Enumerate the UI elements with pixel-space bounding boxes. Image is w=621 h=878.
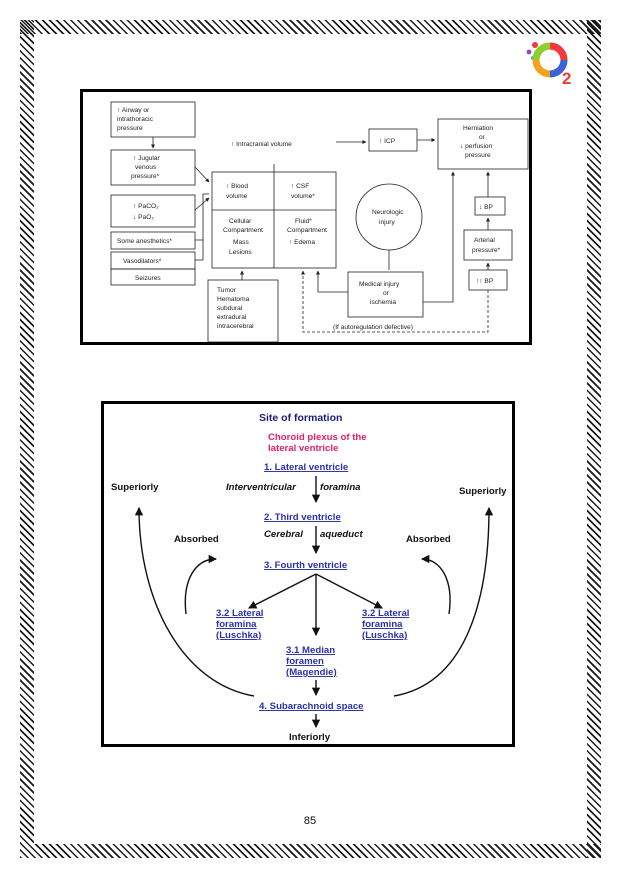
interventricular-label: Interventricular (226, 482, 297, 493)
medical-injury-box (347, 271, 424, 318)
lateral-foramina-right-label: foramina (362, 619, 403, 630)
seizures-box (110, 268, 196, 286)
inferiorly-label: Inferiorly (289, 732, 331, 743)
lateral-foramina-right-label: (Luschka) (362, 630, 407, 641)
lateral-foramina-right-label: 3.2 Lateral (362, 608, 409, 619)
tumor-box (207, 279, 279, 342)
lateral-foramina-left-label: (Luschka) (216, 630, 261, 641)
lateral-foramina-left-label: foramina (216, 619, 257, 630)
subarachnoid-space-label: 4. Subarachnoid space (259, 701, 364, 712)
neurologic-text: injury (379, 219, 395, 226)
choroid-plexus-label: Choroid plexus of the (268, 432, 367, 443)
bp-high-text: ↑↑ BP (476, 278, 494, 285)
anesthetics-text: Some anesthetics* (117, 238, 172, 245)
superior-left-arc (134, 506, 255, 697)
median-foramen-label: 3.1 Median (286, 645, 335, 656)
herniation-text: or (479, 134, 486, 141)
decorative-border-top (20, 20, 601, 34)
absorbed-right-label: Absorbed (406, 534, 451, 545)
herniation-text: Herniation (463, 125, 493, 132)
fluid-text: Compartment (287, 227, 327, 234)
tumor-text: subdural (217, 305, 243, 312)
foramina-label: foramina (320, 482, 361, 493)
cerebral-label: Cerebral (264, 529, 303, 540)
o2-logo: 2 (526, 42, 571, 88)
airway-text: ↑ Airway or (117, 107, 150, 114)
csf-volume-text: ↑ CSF (291, 183, 309, 190)
decorative-border-bottom (20, 844, 601, 858)
icp-text: ↑ ICP (379, 138, 396, 145)
autoregulation-label: (If autoregulation defective) (333, 324, 413, 331)
intracranial-volume-label: ↑ Intracranial volume (231, 141, 292, 148)
herniation-text: ↓ perfusion (460, 143, 493, 150)
fourth-ventricle-label: 3. Fourth ventricle (264, 560, 347, 571)
jugular-text: venous (135, 164, 157, 171)
cellular-text: Lesions (229, 249, 252, 256)
median-foramen-label: foramen (286, 656, 324, 667)
cellular-text: Mass (233, 239, 249, 246)
vasodilators-text: Vasodilators* (123, 258, 162, 265)
superiorly-right-label: Superiorly (459, 486, 507, 497)
fluid-text: Fluid* (295, 218, 312, 225)
csf-circulation-diagram: Site of formation Choroid plexus of the … (134, 412, 494, 743)
superior-right-arc (393, 506, 494, 697)
csf-circulation-figure: Site of formation Choroid plexus of the … (101, 401, 515, 747)
herniation-box (437, 118, 529, 170)
arterial-text: Arterial (474, 237, 495, 244)
medical-injury-text: ischemia (370, 299, 396, 306)
paco2-box (110, 194, 196, 228)
lateral-foramina-left-label: 3.2 Lateral (216, 608, 263, 619)
blood-volume-text: ↑ Blood (226, 183, 248, 190)
anesthetics-box (110, 231, 196, 250)
medical-injury-text: or (383, 290, 390, 297)
airway-text: pressure (117, 125, 143, 132)
jugular-text: pressure* (131, 173, 160, 180)
choroid-plexus-label: lateral ventricle (268, 443, 338, 454)
csf-volume-text: volume* (291, 193, 315, 200)
herniation-text: pressure (465, 152, 491, 159)
tumor-text: Hematoma (217, 296, 250, 303)
edema-text: ↑ Edema (289, 239, 315, 246)
paco2-text: ↑ PaCO₂ (133, 203, 159, 210)
icp-diagram: ↑ Airway or intrathoracic pressure ↑ Jug… (110, 101, 529, 342)
icp-diagram-figure: ↑ Airway or intrathoracic pressure ↑ Jug… (80, 89, 532, 345)
decorative-border-left (20, 20, 34, 858)
median-foramen-label: (Magendie) (286, 667, 337, 678)
logo-subscript: 2 (562, 69, 571, 88)
airway-text: intrathoracic (117, 116, 154, 123)
absorbed-right-arc (420, 554, 451, 615)
bp-low-box (474, 196, 506, 216)
medical-injury-text: Medical injury (359, 281, 400, 288)
page-number: 85 (303, 815, 317, 827)
tumor-text: intracerebral (217, 323, 254, 330)
site-of-formation-title: Site of formation (259, 412, 342, 424)
absorbed-left-label: Absorbed (174, 534, 219, 545)
absorbed-left-arc (184, 554, 218, 615)
tumor-text: extradural (217, 314, 247, 321)
seizures-text: Seizures (135, 275, 161, 282)
neurologic-text: Neurologic (372, 209, 404, 216)
blood-volume-text: volume (226, 193, 248, 200)
jugular-text: ↑ Jugular (133, 155, 161, 162)
bp-low-text: ↓ BP (479, 204, 494, 211)
decorative-border-right (587, 20, 601, 858)
lateral-ventricle-label: 1. Lateral ventricle (264, 462, 348, 473)
tumor-text: Tumor (217, 287, 237, 294)
cellular-text: Compartment (223, 227, 263, 234)
aqueduct-label: aqueduct (320, 529, 363, 540)
third-ventricle-label: 2. Third ventricle (264, 512, 341, 523)
pao2-text: ↓ PaO₂ (133, 214, 154, 221)
superiorly-left-label: Superiorly (111, 482, 159, 493)
cellular-text: Cellular (229, 218, 252, 225)
arterial-text: pressure* (472, 247, 501, 254)
